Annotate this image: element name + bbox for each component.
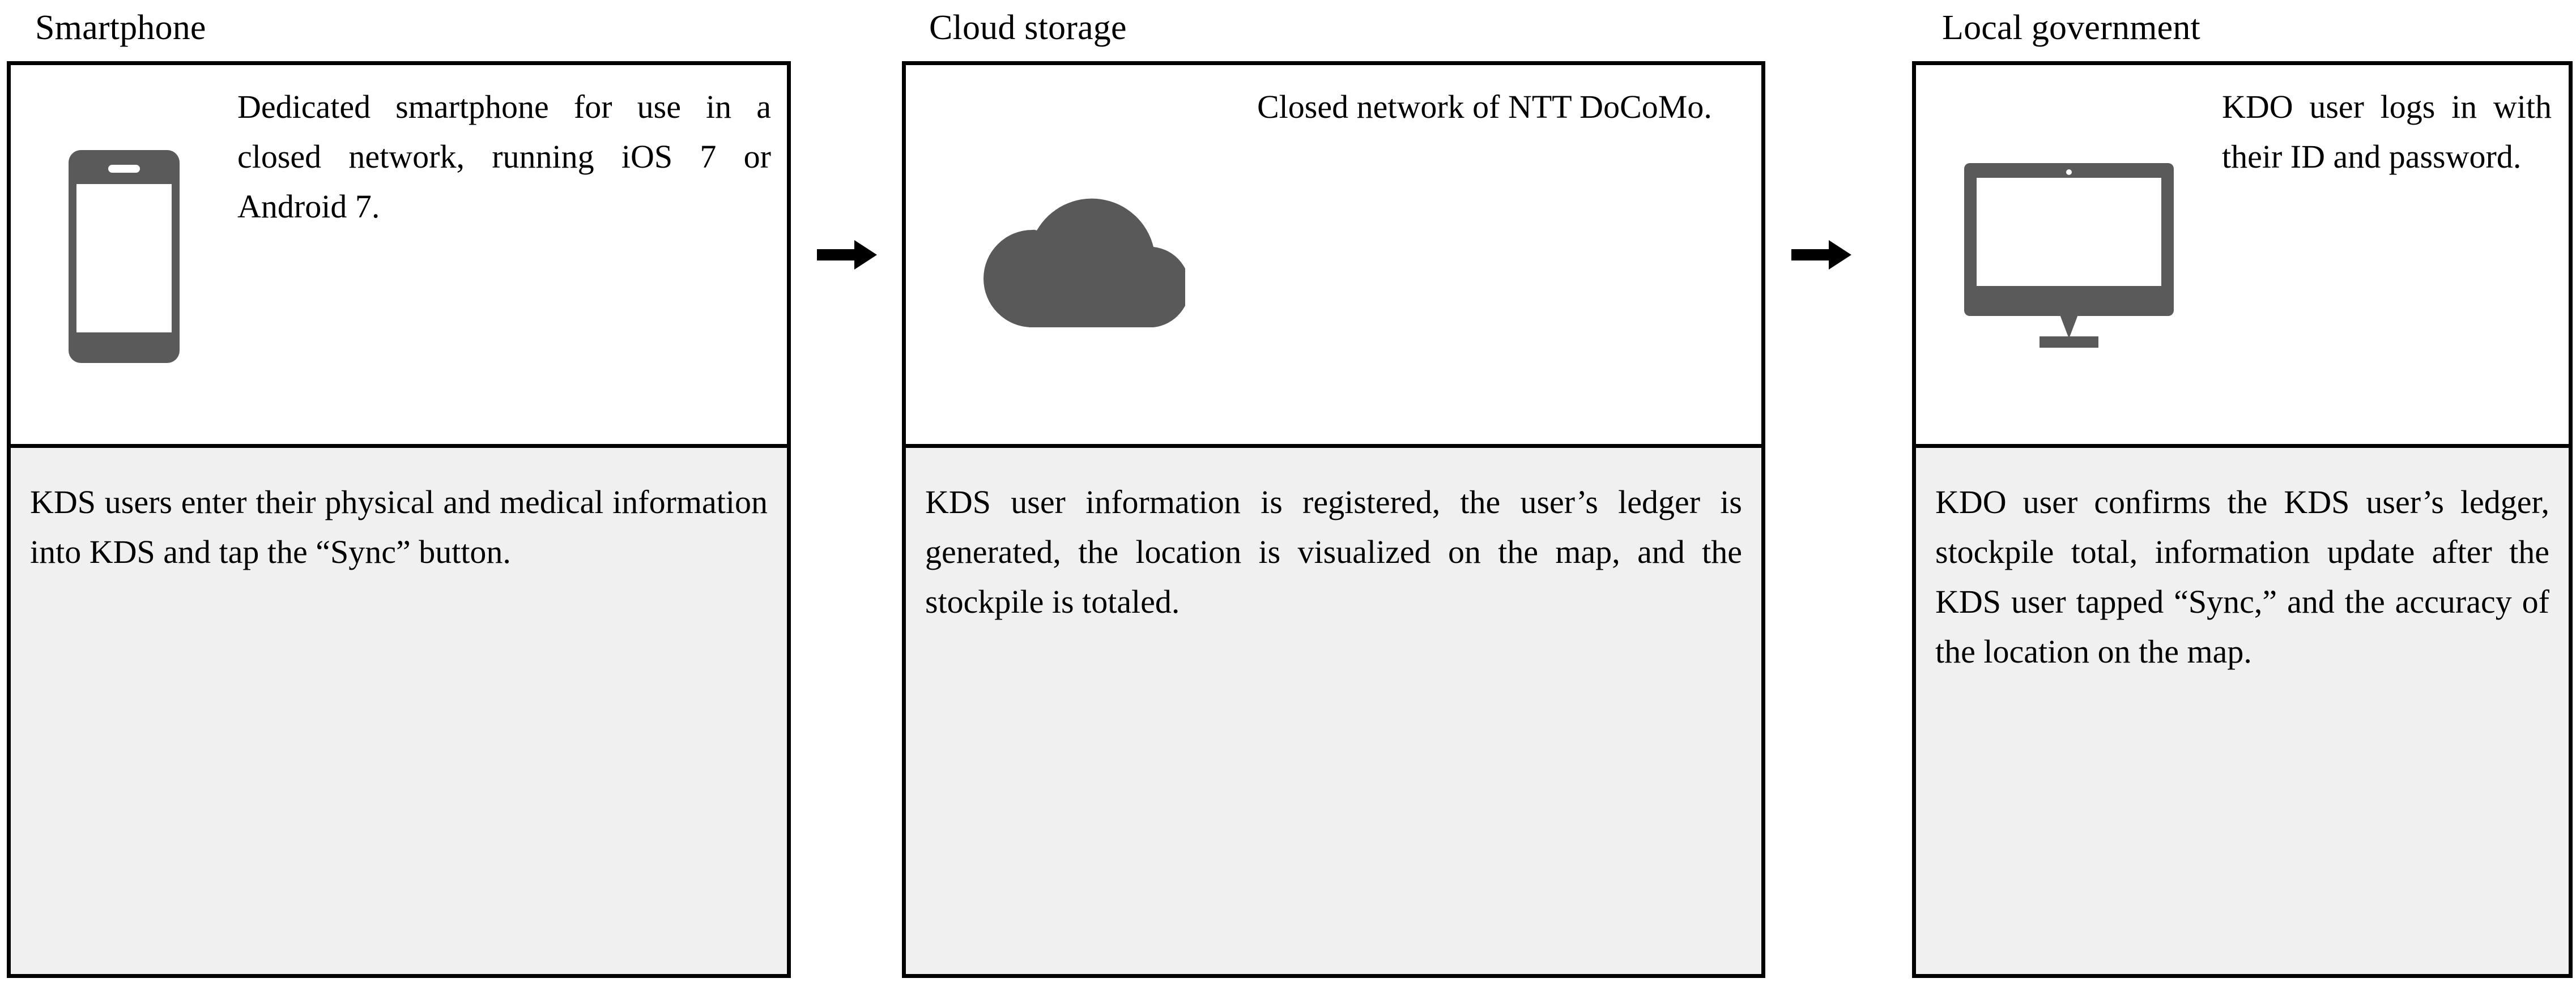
monitor-icon [1964,163,2174,350]
cloud-storage-description-text: Closed network of NTT DoCoMo. [1257,88,1712,125]
cloud-storage-action-text: KDS user information is registered, the … [925,484,1742,621]
column-box-cloud-storage: Closed network of NTT DoCoMo. KDS user i… [902,61,1765,978]
local-government-description-text: KDO user logs in with their ID and passw… [2222,88,2552,176]
arrow-smartphone-to-cloud-icon [817,237,878,273]
monitor-screen [1977,178,2161,286]
monitor-stand-neck [2060,315,2078,339]
cloud-icon [983,198,1185,327]
cloud-icon-slot [906,65,1257,448]
arrow-cloud-to-government-icon [1791,237,1853,273]
cloud-storage-top-cell: Closed network of NTT DoCoMo. [906,65,1761,448]
smartphone-action-text: KDS users enter their physical and medic… [30,484,768,571]
smartphone-top-cell: Dedicated smartphone for use in a closed… [11,65,787,448]
column-header-local-government: Local government [1942,8,2200,47]
column-header-smartphone: Smartphone [35,8,206,47]
local-government-top-cell: KDO user logs in with their ID and passw… [1916,65,2569,448]
monitor-webcam-dot [2066,169,2072,175]
column-box-smartphone: Dedicated smartphone for use in a closed… [7,61,791,978]
smartphone-bottom-cell: KDS users enter their physical and medic… [11,448,787,974]
local-government-bottom-cell: KDO user confirms the KDS user’s ledger,… [1916,448,2569,974]
monitor-icon-slot [1916,65,2222,448]
monitor-stand-base [2039,336,2098,348]
smartphone-icon [69,150,180,363]
smartphone-screen [76,184,172,332]
column-box-local-government: KDO user logs in with their ID and passw… [1912,61,2573,978]
smartphone-description-text: Dedicated smartphone for use in a closed… [237,88,771,225]
column-header-cloud-storage: Cloud storage [929,8,1127,47]
smartphone-speaker-slot [108,165,140,173]
local-government-action-text: KDO user confirms the KDS user’s ledger,… [1935,484,2549,670]
cloud-storage-bottom-cell: KDS user information is registered, the … [906,448,1761,974]
smartphone-icon-slot [11,65,237,448]
